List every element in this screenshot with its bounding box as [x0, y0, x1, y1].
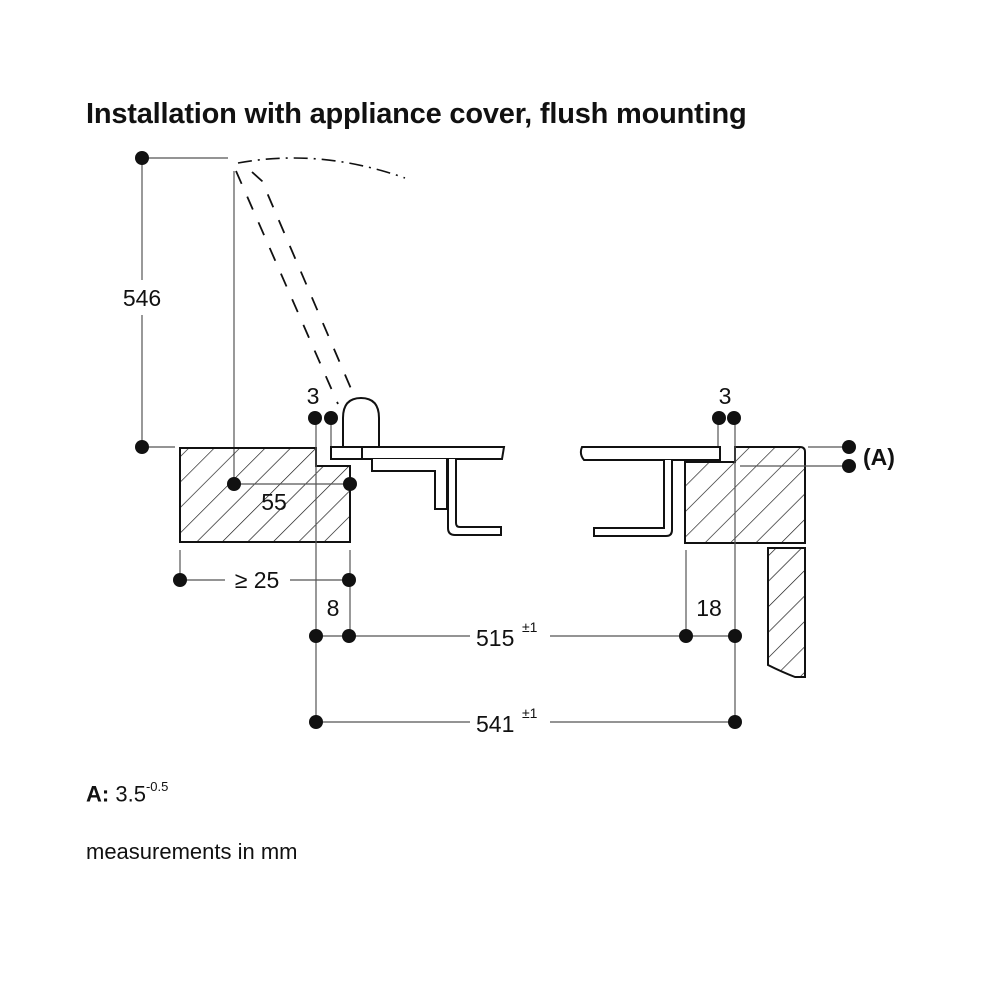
gap-left-dot-2: [324, 411, 338, 425]
dim-label-8: 8: [327, 595, 340, 621]
left-bracket-outer: [447, 459, 502, 536]
note-a-label: A:: [86, 781, 110, 807]
dimension-546: [135, 151, 228, 454]
dim-label-a: (A): [863, 444, 895, 470]
dim-25-end: [342, 573, 356, 587]
dim-label-541: 541: [476, 711, 514, 737]
dim-label-515: 515: [476, 625, 514, 651]
dim-label-546: 546: [123, 285, 161, 311]
dim-label-gap-right: 3: [719, 383, 732, 409]
dim-tolerance-515: ±1: [522, 619, 538, 635]
gap-right-dot-1: [712, 411, 726, 425]
right-appliance-top: [579, 446, 721, 461]
dim-515-dot-2: [728, 629, 742, 643]
dim-tolerance-541: ±1: [522, 705, 538, 721]
dim-541-end: [728, 715, 742, 729]
dim-label-gap-left: 3: [307, 383, 320, 409]
dim-55-start: [227, 477, 241, 491]
note-a: A: 3.5-0.5: [86, 779, 169, 807]
dim-a-bottom: [842, 459, 856, 473]
dim-label-min-25: ≥ 25: [235, 567, 280, 593]
dim-label-55: 55: [261, 489, 287, 515]
note-a-value: 3.5: [115, 781, 146, 807]
cover-swing-arc: [237, 157, 406, 179]
cover-knob: [342, 396, 380, 446]
right-bracket: [593, 460, 673, 537]
dim-a-top: [842, 440, 856, 454]
right-worktop-section: [684, 446, 806, 544]
left-appliance-top: [361, 446, 506, 460]
gap-left-dot-1: [308, 411, 322, 425]
units-note: measurements in mm: [86, 839, 298, 864]
dim-515-end: [679, 629, 693, 643]
dim-515-start: [342, 629, 356, 643]
dim-541-start: [309, 715, 323, 729]
note-a-tolerance: -0.5: [145, 779, 169, 794]
left-bracket-inner: [371, 459, 448, 510]
diagram-title: Installation with appliance cover, flush…: [86, 98, 747, 130]
dim-label-18: 18: [696, 595, 722, 621]
dim-515-dot-1: [309, 629, 323, 643]
gap-right-dot-2: [727, 411, 741, 425]
open-cover-outline-2: [251, 171, 356, 399]
left-cover-plate: [330, 446, 363, 460]
dim-55-end: [343, 477, 357, 491]
dim-25-start: [173, 573, 187, 587]
open-cover-outline: [235, 170, 339, 405]
side-panel-section: [767, 547, 806, 678]
